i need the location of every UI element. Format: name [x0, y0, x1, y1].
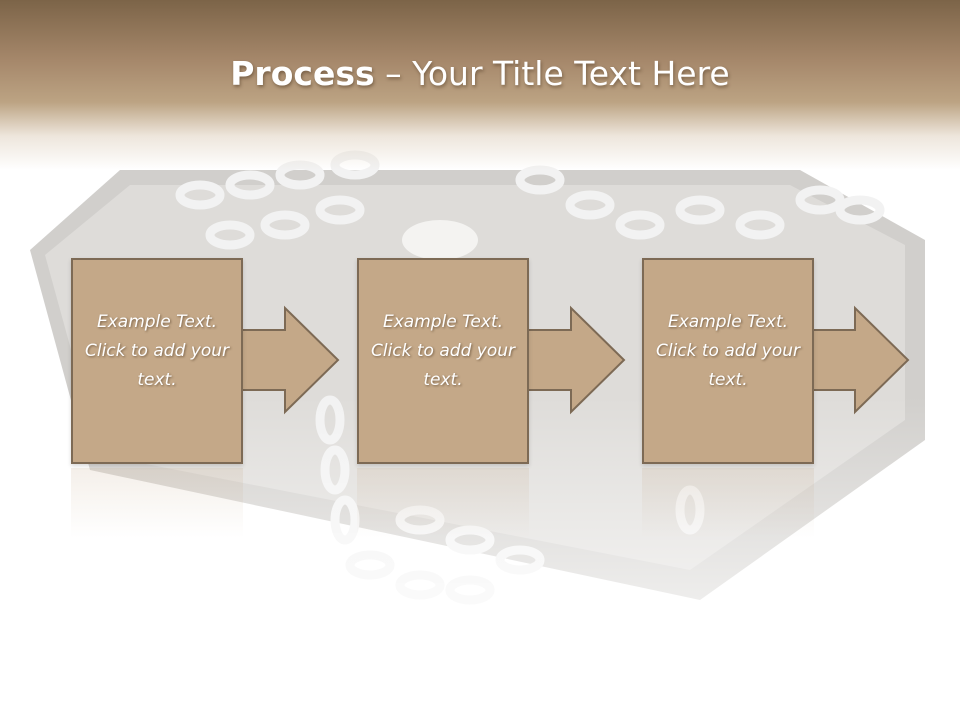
- step-1-box[interactable]: Example Text. Click to add your text.: [71, 258, 243, 464]
- step-3-box[interactable]: Example Text. Click to add your text.: [642, 258, 814, 464]
- right-arrow-icon: [801, 305, 910, 415]
- right-arrow-icon: [517, 305, 626, 415]
- step-2-box[interactable]: Example Text. Click to add your text.: [357, 258, 529, 464]
- step-3-reflection: [642, 468, 814, 538]
- step-3-text: Example Text. Click to add your text.: [655, 311, 800, 390]
- right-arrow-icon: [231, 305, 340, 415]
- step-2-reflection: [357, 468, 529, 538]
- step-1-text: Example Text. Click to add your text.: [84, 311, 229, 390]
- title-rest: – Your Title Text Here: [374, 54, 730, 93]
- title-bold: Process: [230, 54, 375, 93]
- step-1-reflection: [71, 468, 243, 538]
- step-2-text: Example Text. Click to add your text.: [370, 311, 515, 390]
- slide-title[interactable]: Process – Your Title Text Here: [0, 52, 960, 96]
- header-band: [0, 0, 960, 170]
